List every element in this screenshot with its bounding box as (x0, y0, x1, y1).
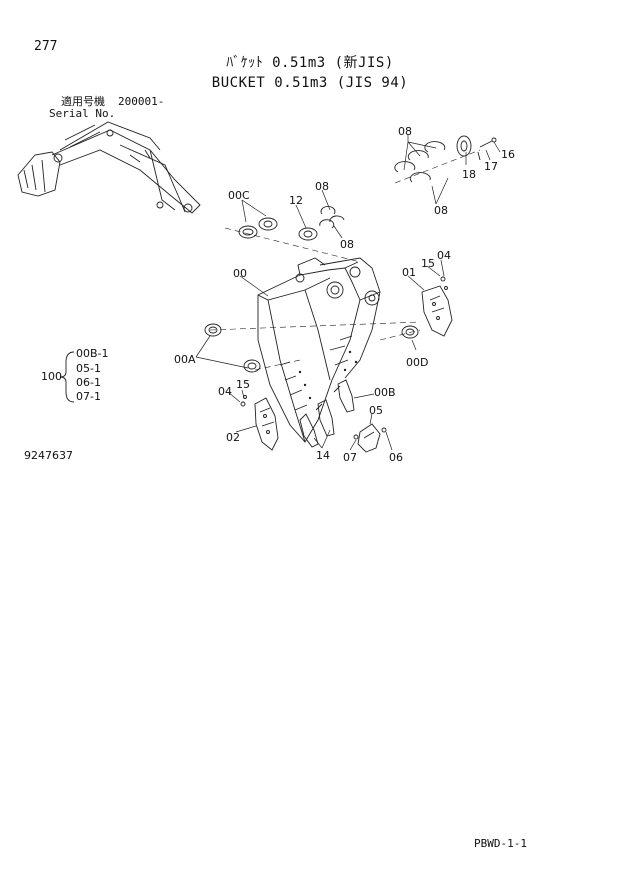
page-footer-code: PBWD-1-1 (474, 837, 527, 850)
label-01: 01 (402, 266, 416, 279)
label-00A: 00A (174, 353, 196, 366)
label-00C: 00C (228, 189, 250, 202)
label-15-right: 15 (421, 257, 435, 270)
bushings (204, 135, 472, 373)
label-18: 18 (462, 168, 476, 181)
applicable-label: 適用号機 (61, 95, 105, 108)
label-16: 16 (501, 148, 515, 161)
kit-item: 07-1 (76, 390, 101, 403)
shims (319, 141, 446, 229)
label-04-right: 04 (437, 249, 451, 262)
serial-label: Serial No. (49, 107, 116, 120)
bolts (240, 137, 497, 440)
label-08-top-a: 08 (398, 125, 412, 138)
title-english: BUCKET 0.51m3 (JIS 94) (211, 75, 409, 91)
bucket-body (257, 257, 381, 443)
label-12: 12 (289, 194, 303, 207)
label-08-mid-a: 08 (315, 180, 329, 193)
excavator-thumbnail-icon (17, 121, 201, 214)
bucket-teeth (299, 379, 355, 448)
label-06: 06 (389, 451, 403, 464)
kit-item: 05-1 (76, 362, 101, 375)
label-00B: 00B (374, 386, 396, 399)
label-17: 17 (484, 160, 498, 173)
label-05: 05 (369, 404, 383, 417)
label-04-left: 04 (218, 385, 232, 398)
kit-item: 06-1 (76, 376, 101, 389)
kit-item: 00B-1 (76, 347, 109, 360)
label-02: 02 (226, 431, 240, 444)
side-cutter-right (421, 285, 453, 337)
serial-range: 200001- (118, 95, 165, 108)
label-07: 07 (343, 451, 357, 464)
page-number: 277 (34, 39, 58, 54)
label-00D: 00D (406, 356, 429, 369)
kit-bracket (59, 351, 75, 403)
kit-number: 100 (41, 370, 62, 383)
label-08-mid-b: 08 (340, 238, 354, 251)
label-08-top-b: 08 (434, 204, 448, 217)
title-japanese: ﾊﾞｹｯﾄ 0.51m3 (新JIS) (226, 55, 394, 71)
drawing-number: 9247637 (24, 449, 73, 462)
label-00: 00 (233, 267, 247, 280)
side-cutter-left (254, 397, 279, 451)
label-15-left: 15 (236, 378, 250, 391)
tooth-point (357, 423, 381, 453)
label-14: 14 (316, 449, 330, 462)
